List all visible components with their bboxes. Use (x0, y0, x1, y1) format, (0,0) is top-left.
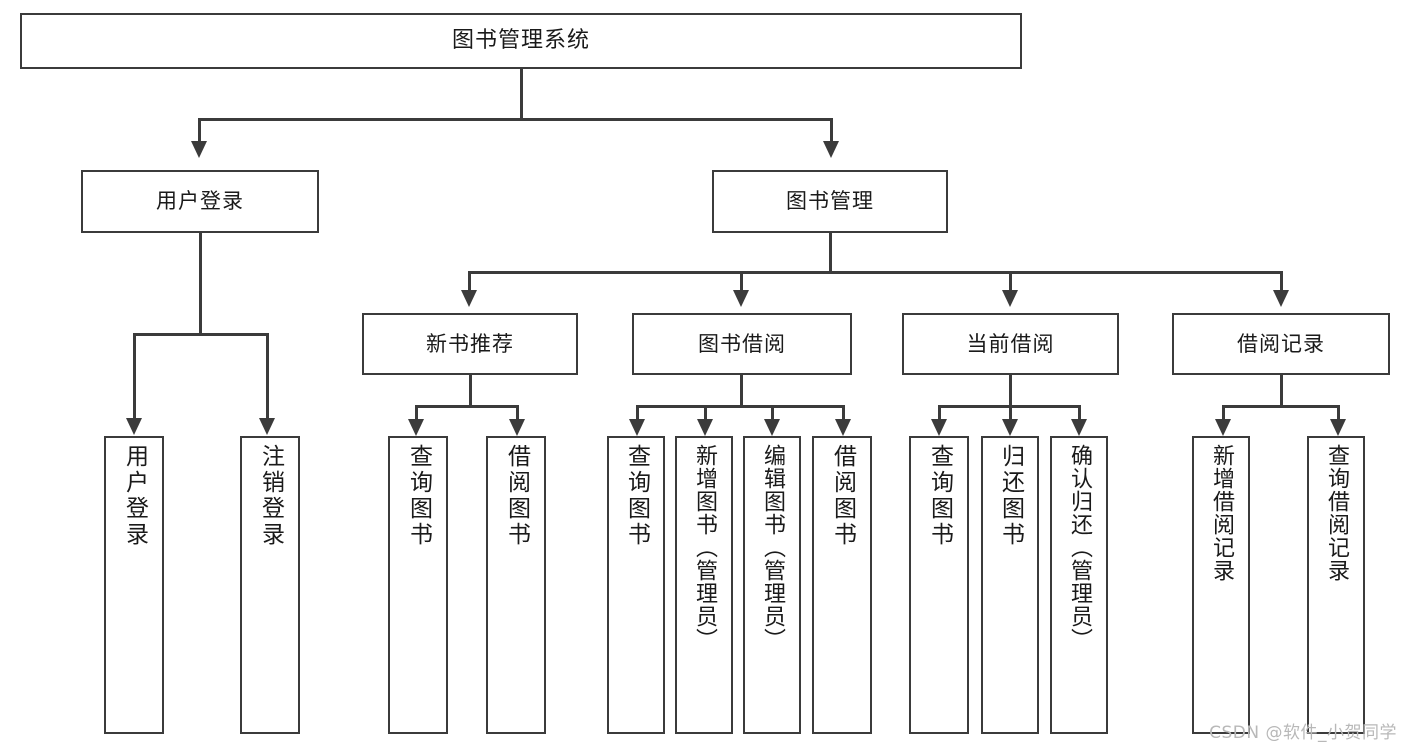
leaf-borrow-book[interactable]: 借阅图书 (812, 436, 872, 734)
leaf-borrow-book-recommend[interactable]: 借阅图书 (486, 436, 546, 734)
edge-borrow-record-bar (1222, 405, 1340, 408)
node-label: 当前借阅 (966, 331, 1055, 356)
edge-current-borrow-drop-3 (1078, 405, 1081, 419)
edge-book-mgmt-drop-3 (1009, 271, 1012, 290)
edge-root-bar (198, 118, 832, 121)
node-label: 新书推荐 (426, 331, 514, 356)
edge-book-borrow-drop-2 (704, 405, 707, 419)
node-label: 查询图书 (926, 444, 953, 548)
edge-new-book-drop-1 (415, 405, 418, 419)
node-label: 确认归还（管理员） (1067, 444, 1092, 651)
node-label: 注销登录 (257, 444, 284, 548)
node-new-book-recommend[interactable]: 新书推荐 (362, 313, 578, 375)
node-label: 用户登录 (156, 189, 244, 214)
leaf-query-book-current[interactable]: 查询图书 (909, 436, 969, 734)
arrow-icon-book-mgmt-3 (1002, 290, 1018, 307)
leaf-add-book-admin[interactable]: 新增图书（管理员） (675, 436, 733, 734)
arrow-icon-current-borrow-3 (1071, 419, 1087, 436)
node-label: 图书管理系统 (451, 28, 590, 54)
leaf-query-book-borrow[interactable]: 查询图书 (607, 436, 665, 734)
node-label: 查询图书 (405, 444, 432, 548)
arrow-icon-book-borrow-1 (629, 419, 645, 436)
edge-book-mgmt-drop-4 (1280, 271, 1283, 290)
edge-book-borrow-drop-3 (771, 405, 774, 419)
edge-current-borrow-drop-1 (938, 405, 941, 419)
edge-new-book-drop-2 (516, 405, 519, 419)
node-book-borrow[interactable]: 图书借阅 (632, 313, 852, 375)
edge-root-stem (520, 69, 523, 119)
edge-book-mgmt-stem (829, 233, 832, 273)
edge-borrow-record-drop-1 (1222, 405, 1225, 419)
node-root-system[interactable]: 图书管理系统 (20, 13, 1022, 69)
edge-new-book-stem (469, 375, 472, 407)
edge-book-borrow-stem (740, 375, 743, 407)
arrow-icon-to-book-mgmt (823, 141, 839, 158)
node-label: 新增借阅记录 (1209, 444, 1234, 582)
edge-book-mgmt-bar (468, 271, 1282, 274)
arrow-icon-current-borrow-2 (1002, 419, 1018, 436)
leaf-query-borrow-record[interactable]: 查询借阅记录 (1307, 436, 1365, 734)
node-borrow-record[interactable]: 借阅记录 (1172, 313, 1390, 375)
edge-user-login-bar (133, 333, 268, 336)
edge-user-login-drop-2 (266, 333, 269, 418)
edge-user-login-stem (199, 233, 202, 334)
leaf-user-login[interactable]: 用户登录 (104, 436, 164, 734)
node-label: 图书管理 (786, 189, 874, 214)
arrow-icon-user-login-1 (126, 418, 142, 435)
edge-book-borrow-drop-1 (636, 405, 639, 419)
edge-borrow-record-drop-2 (1337, 405, 1340, 419)
arrow-icon-to-user-login (191, 141, 207, 158)
edge-current-borrow-stem (1009, 375, 1012, 407)
edge-book-mgmt-drop-1 (468, 271, 471, 290)
arrow-icon-borrow-record-1 (1215, 419, 1231, 436)
node-current-borrow[interactable]: 当前借阅 (902, 313, 1119, 375)
edge-borrow-record-stem (1280, 375, 1283, 407)
edge-new-book-bar (415, 405, 519, 408)
edge-book-borrow-drop-4 (842, 405, 845, 419)
arrow-icon-borrow-record-2 (1330, 419, 1346, 436)
node-user-login[interactable]: 用户登录 (81, 170, 319, 233)
node-label: 编辑图书（管理员） (760, 444, 785, 651)
node-book-management[interactable]: 图书管理 (712, 170, 948, 233)
node-label: 借阅图书 (829, 444, 856, 548)
node-label: 图书借阅 (698, 331, 786, 356)
node-label: 借阅图书 (503, 444, 530, 548)
arrow-icon-book-mgmt-1 (461, 290, 477, 307)
node-label: 借阅记录 (1237, 331, 1325, 356)
node-label: 用户登录 (121, 444, 148, 548)
edge-user-login-drop-1 (133, 333, 136, 418)
leaf-confirm-return-admin[interactable]: 确认归还（管理员） (1050, 436, 1108, 734)
arrow-icon-user-login-2 (259, 418, 275, 435)
leaf-return-book[interactable]: 归还图书 (981, 436, 1039, 734)
arrow-icon-book-mgmt-4 (1273, 290, 1289, 307)
edge-root-to-user-login (198, 118, 201, 141)
leaf-logout[interactable]: 注销登录 (240, 436, 300, 734)
node-label: 新增图书（管理员） (692, 444, 717, 651)
arrow-icon-book-borrow-4 (835, 419, 851, 436)
arrow-icon-book-borrow-3 (764, 419, 780, 436)
arrow-icon-new-book-2 (509, 419, 525, 436)
node-label: 查询图书 (623, 444, 650, 548)
leaf-query-book-recommend[interactable]: 查询图书 (388, 436, 448, 734)
node-label: 归还图书 (997, 444, 1024, 548)
leaf-edit-book-admin[interactable]: 编辑图书（管理员） (743, 436, 801, 734)
edge-book-borrow-bar (636, 405, 844, 408)
arrow-icon-book-mgmt-2 (733, 290, 749, 307)
edge-root-to-book-mgmt (830, 118, 833, 141)
edge-current-borrow-drop-2 (1009, 405, 1012, 419)
arrow-icon-current-borrow-1 (931, 419, 947, 436)
node-label: 查询借阅记录 (1324, 444, 1349, 582)
arrow-icon-book-borrow-2 (697, 419, 713, 436)
leaf-add-borrow-record[interactable]: 新增借阅记录 (1192, 436, 1250, 734)
edge-book-mgmt-drop-2 (740, 271, 743, 290)
arrow-icon-new-book-1 (408, 419, 424, 436)
